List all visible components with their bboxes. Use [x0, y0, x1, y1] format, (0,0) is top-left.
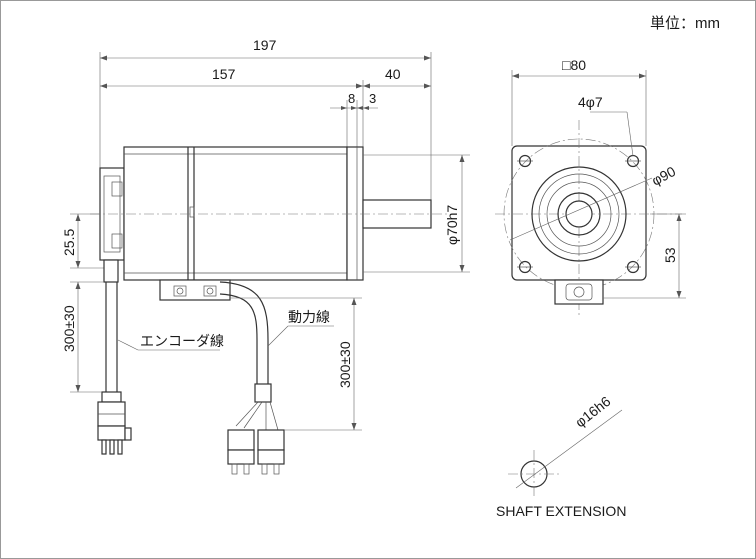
dim-flange-8: 8 — [348, 91, 355, 106]
dim-shaft-length: 40 — [385, 66, 401, 82]
height-53-dim — [603, 213, 686, 299]
dim-body-length: 157 — [212, 66, 236, 82]
shaft-extension-view — [508, 409, 623, 498]
power-cable-label: 動力線 — [288, 309, 330, 325]
power-cable-dim — [230, 297, 362, 431]
dim-square-flange: □80 — [562, 57, 586, 73]
encoder-cable-dim — [70, 281, 104, 393]
encoder-cable-label: エンコーダ線 — [140, 333, 224, 349]
dim-flange-3: 3 — [369, 91, 376, 106]
dim-encoder-cable: 300±30 — [61, 305, 77, 352]
pilot-diameter-dim — [363, 154, 470, 273]
dim-shaft-diameter: φ16h6 — [572, 393, 614, 431]
pcd-leader — [509, 177, 653, 241]
dim-total-length: 197 — [253, 37, 277, 53]
hole-leader — [626, 111, 634, 157]
shaft-extension-label: SHAFT EXTENSION — [496, 503, 626, 519]
encoder-cable — [97, 259, 132, 455]
dim-power-cable: 300±30 — [337, 341, 353, 388]
unit-label: 単位：mm — [650, 15, 720, 32]
motor-front-view — [495, 120, 682, 315]
power-leader — [267, 325, 289, 347]
dim-offset: 25.5 — [61, 229, 77, 256]
dim-pcd: φ90 — [649, 163, 678, 189]
power-cable — [219, 281, 285, 475]
dim-hole-spec: 4φ7 — [578, 94, 603, 110]
offset-dim — [70, 213, 110, 269]
encoder-leader — [117, 339, 139, 351]
square-flange-dim — [511, 70, 647, 146]
dim-pilot: φ70h7 — [444, 205, 460, 245]
motor-side-view — [90, 146, 450, 301]
dim-height-53: 53 — [662, 247, 678, 263]
